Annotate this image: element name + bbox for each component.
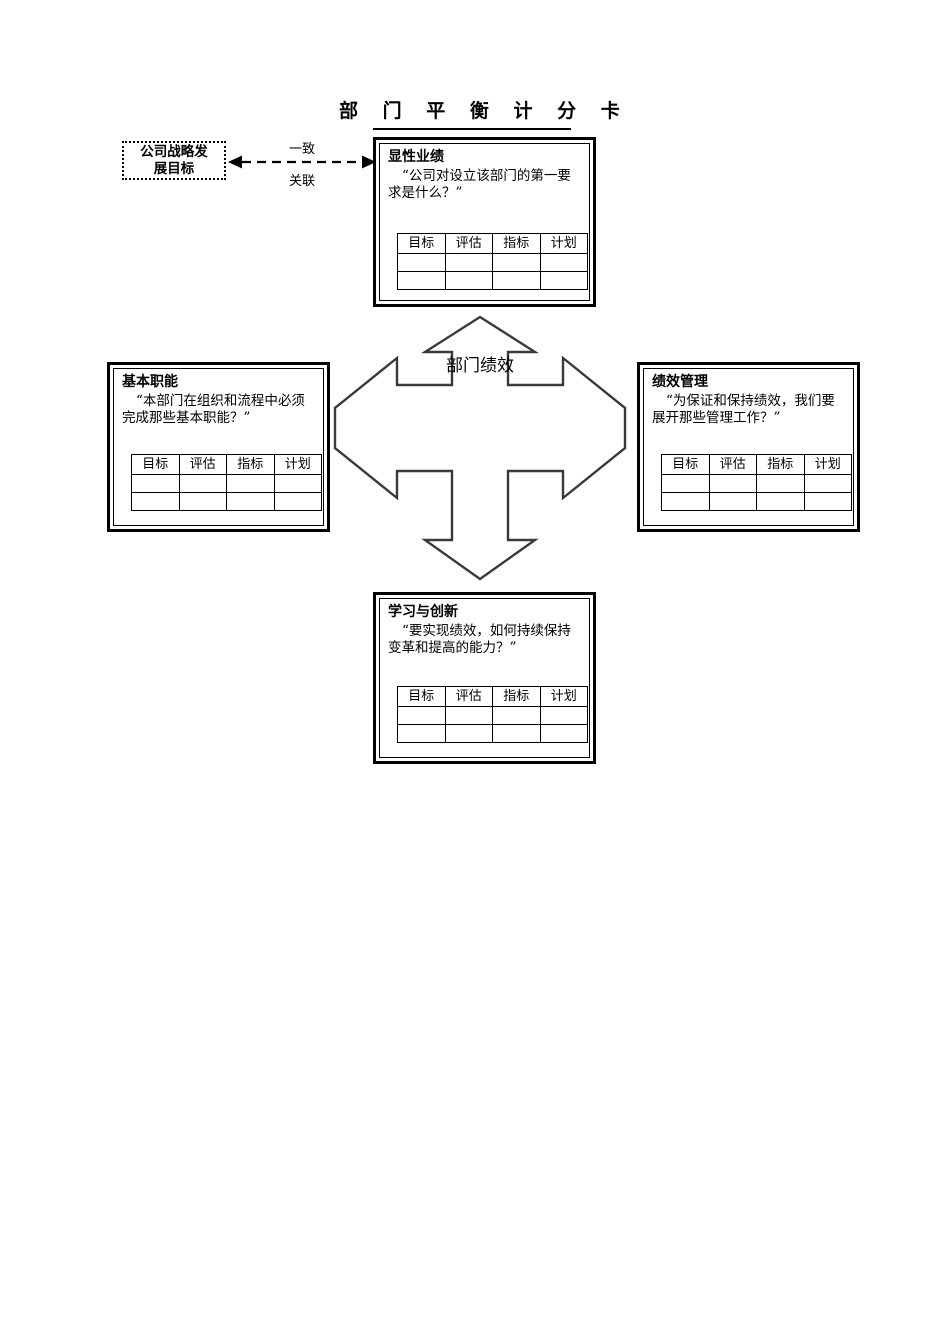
quadrant-bottom-quote: “要实现绩效，如何持续保持变革和提高的能力？” (388, 623, 571, 656)
quadrant-right-table: 目标 评估 指标 计划 (661, 454, 852, 511)
table-cell[interactable] (397, 724, 446, 743)
table-row[interactable] (397, 253, 588, 272)
quadrant-right-inner: 绩效管理 “为保证和保持绩效，我们要展开那些管理工作？” 目标 评估 指标 计划 (643, 368, 854, 526)
quadrant-bottom-inner: 学习与创新 “要实现绩效，如何持续保持变革和提高的能力？” 目标 评估 指标 计… (379, 598, 590, 758)
quadrant-box-top: 显性业绩 “公司对设立该部门的第一要求是什么？” 目标 评估 指标 计划 (373, 137, 596, 307)
quadrant-top-quote: “公司对设立该部门的第一要求是什么？” (388, 168, 571, 201)
table-header-cell: 目标 (397, 686, 446, 707)
table-cell[interactable] (444, 724, 493, 743)
four-way-arrow-icon (333, 315, 627, 581)
quadrant-left-inner: 基本职能 “本部门在组织和流程中必须完成那些基本职能？” 目标 评估 指标 计划 (113, 368, 324, 526)
table-header-cell: 指标 (226, 454, 275, 475)
table-cell[interactable] (397, 271, 446, 290)
quadrant-box-left: 基本职能 “本部门在组织和流程中必须完成那些基本职能？” 目标 评估 指标 计划 (107, 362, 330, 532)
quadrant-box-right: 绩效管理 “为保证和保持绩效，我们要展开那些管理工作？” 目标 评估 指标 计划 (637, 362, 860, 532)
quadrant-left-quote: “本部门在组织和流程中必须完成那些基本职能？” (122, 393, 305, 426)
connector-arrow-icon (228, 155, 376, 169)
table-row[interactable] (397, 724, 588, 743)
connector-label-bottom: 关联 (288, 174, 315, 189)
quadrant-left-table: 目标 评估 指标 计划 (131, 454, 322, 511)
table-header-cell: 指标 (492, 686, 541, 707)
alignment-connector: 一致 关联 (228, 142, 376, 189)
center-arrow-label: 部门绩效 (446, 356, 514, 376)
quadrant-top-inner: 显性业绩 “公司对设立该部门的第一要求是什么？” 目标 评估 指标 计划 (379, 143, 590, 301)
table-cell[interactable] (756, 492, 805, 511)
table-cell[interactable] (178, 474, 227, 493)
table-cell[interactable] (131, 492, 180, 511)
table-row[interactable] (131, 492, 322, 511)
table-cell[interactable] (756, 474, 805, 493)
page-title: 部 门 平 衡 计 分 卡 (339, 100, 629, 122)
table-header-cell: 目标 (661, 454, 710, 475)
table-cell[interactable] (178, 492, 227, 511)
table-header-cell: 评估 (444, 233, 493, 254)
table-cell[interactable] (444, 271, 493, 290)
table-header-row: 目标 评估 指标 计划 (397, 686, 588, 707)
table-cell[interactable] (273, 492, 322, 511)
quadrant-right-title: 绩效管理 (652, 374, 708, 390)
table-cell[interactable] (273, 474, 322, 493)
table-cell[interactable] (492, 253, 541, 272)
table-row[interactable] (397, 271, 588, 290)
strategy-goal-label: 公司战略发 展目标 (140, 143, 208, 177)
table-cell[interactable] (661, 492, 710, 511)
table-cell[interactable] (539, 271, 588, 290)
title-underline (373, 128, 571, 130)
table-cell[interactable] (397, 253, 446, 272)
table-header-cell: 目标 (131, 454, 180, 475)
table-header-cell: 评估 (444, 686, 493, 707)
quadrant-bottom-table: 目标 评估 指标 计划 (397, 686, 588, 743)
table-row[interactable] (661, 492, 852, 511)
table-cell[interactable] (131, 474, 180, 493)
quadrant-top-title: 显性业绩 (388, 149, 444, 165)
table-header-row: 目标 评估 指标 计划 (661, 454, 852, 475)
table-header-cell: 计划 (803, 454, 852, 475)
quadrant-right-quote: “为保证和保持绩效，我们要展开那些管理工作？” (652, 393, 835, 426)
strategy-goal-box: 公司战略发 展目标 (122, 141, 226, 180)
table-cell[interactable] (803, 474, 852, 493)
table-header-cell: 指标 (756, 454, 805, 475)
table-cell[interactable] (539, 706, 588, 725)
table-cell[interactable] (492, 706, 541, 725)
quadrant-left-title: 基本职能 (122, 374, 178, 390)
table-row[interactable] (661, 474, 852, 493)
table-header-row: 目标 评估 指标 计划 (131, 454, 322, 475)
table-cell[interactable] (492, 271, 541, 290)
table-header-cell: 计划 (273, 454, 322, 475)
table-header-cell: 评估 (178, 454, 227, 475)
table-row[interactable] (397, 706, 588, 725)
quadrant-box-bottom: 学习与创新 “要实现绩效，如何持续保持变革和提高的能力？” 目标 评估 指标 计… (373, 592, 596, 764)
table-header-cell: 目标 (397, 233, 446, 254)
table-cell[interactable] (226, 474, 275, 493)
table-header-cell: 评估 (708, 454, 757, 475)
table-cell[interactable] (661, 474, 710, 493)
table-header-row: 目标 评估 指标 计划 (397, 233, 588, 254)
table-cell[interactable] (803, 492, 852, 511)
table-header-cell: 计划 (539, 686, 588, 707)
quadrant-top-table: 目标 评估 指标 计划 (397, 233, 588, 290)
table-header-cell: 指标 (492, 233, 541, 254)
table-header-cell: 计划 (539, 233, 588, 254)
connector-label-top: 一致 (288, 142, 315, 157)
table-cell[interactable] (226, 492, 275, 511)
table-row[interactable] (131, 474, 322, 493)
table-cell[interactable] (708, 492, 757, 511)
table-cell[interactable] (492, 724, 541, 743)
table-cell[interactable] (444, 706, 493, 725)
quadrant-bottom-title: 学习与创新 (388, 604, 458, 620)
table-cell[interactable] (539, 724, 588, 743)
table-cell[interactable] (397, 706, 446, 725)
table-cell[interactable] (444, 253, 493, 272)
table-cell[interactable] (539, 253, 588, 272)
table-cell[interactable] (708, 474, 757, 493)
four-way-arrow (330, 312, 630, 584)
